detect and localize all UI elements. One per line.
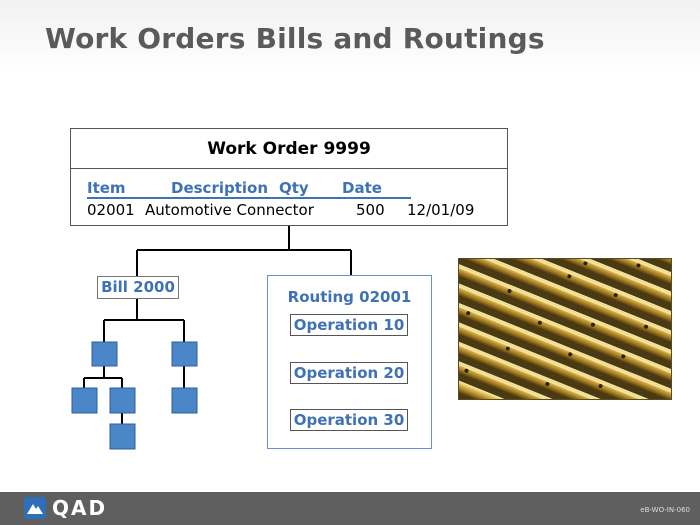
slide-code: eB-WO-IN-060: [640, 506, 690, 514]
bill-node: [71, 387, 98, 414]
operation-10: Operation 10: [290, 314, 408, 336]
qad-logo-icon: [24, 497, 46, 519]
value-description: Automotive Connector: [145, 201, 314, 219]
header-underline: [87, 197, 411, 199]
header-qty: Qty: [279, 179, 309, 197]
work-order-title: Work Order 9999: [71, 129, 507, 169]
routing-title: Routing 02001: [287, 288, 412, 306]
bill-node: [109, 387, 136, 414]
value-qty: 500: [356, 201, 385, 219]
slide-title: Work Orders Bills and Routings: [45, 22, 545, 55]
bill-node: [171, 387, 198, 414]
bill-node: [91, 341, 118, 367]
qad-logo-text: QAD: [52, 496, 108, 520]
header-date: Date: [342, 179, 382, 197]
bill-node: [171, 341, 198, 367]
footer-bar: QAD eB-WO-IN-060: [0, 492, 700, 525]
gold-pins-image: [459, 259, 671, 399]
header-item: Item: [87, 179, 126, 197]
bill-label: Bill 2000: [97, 276, 179, 299]
bill-node: [109, 423, 136, 450]
value-date: 12/01/09: [407, 201, 475, 219]
operation-30: Operation 30: [290, 409, 408, 431]
work-order-box: Work Order 9999 Item Description Qty Dat…: [70, 128, 508, 226]
value-item: 02001: [87, 201, 135, 219]
header-description: Description: [171, 179, 269, 197]
routing-box: Routing 02001 Operation 10 Operation 20 …: [267, 275, 432, 449]
connector-pins-photo: [458, 258, 672, 400]
operation-20: Operation 20: [290, 362, 408, 384]
